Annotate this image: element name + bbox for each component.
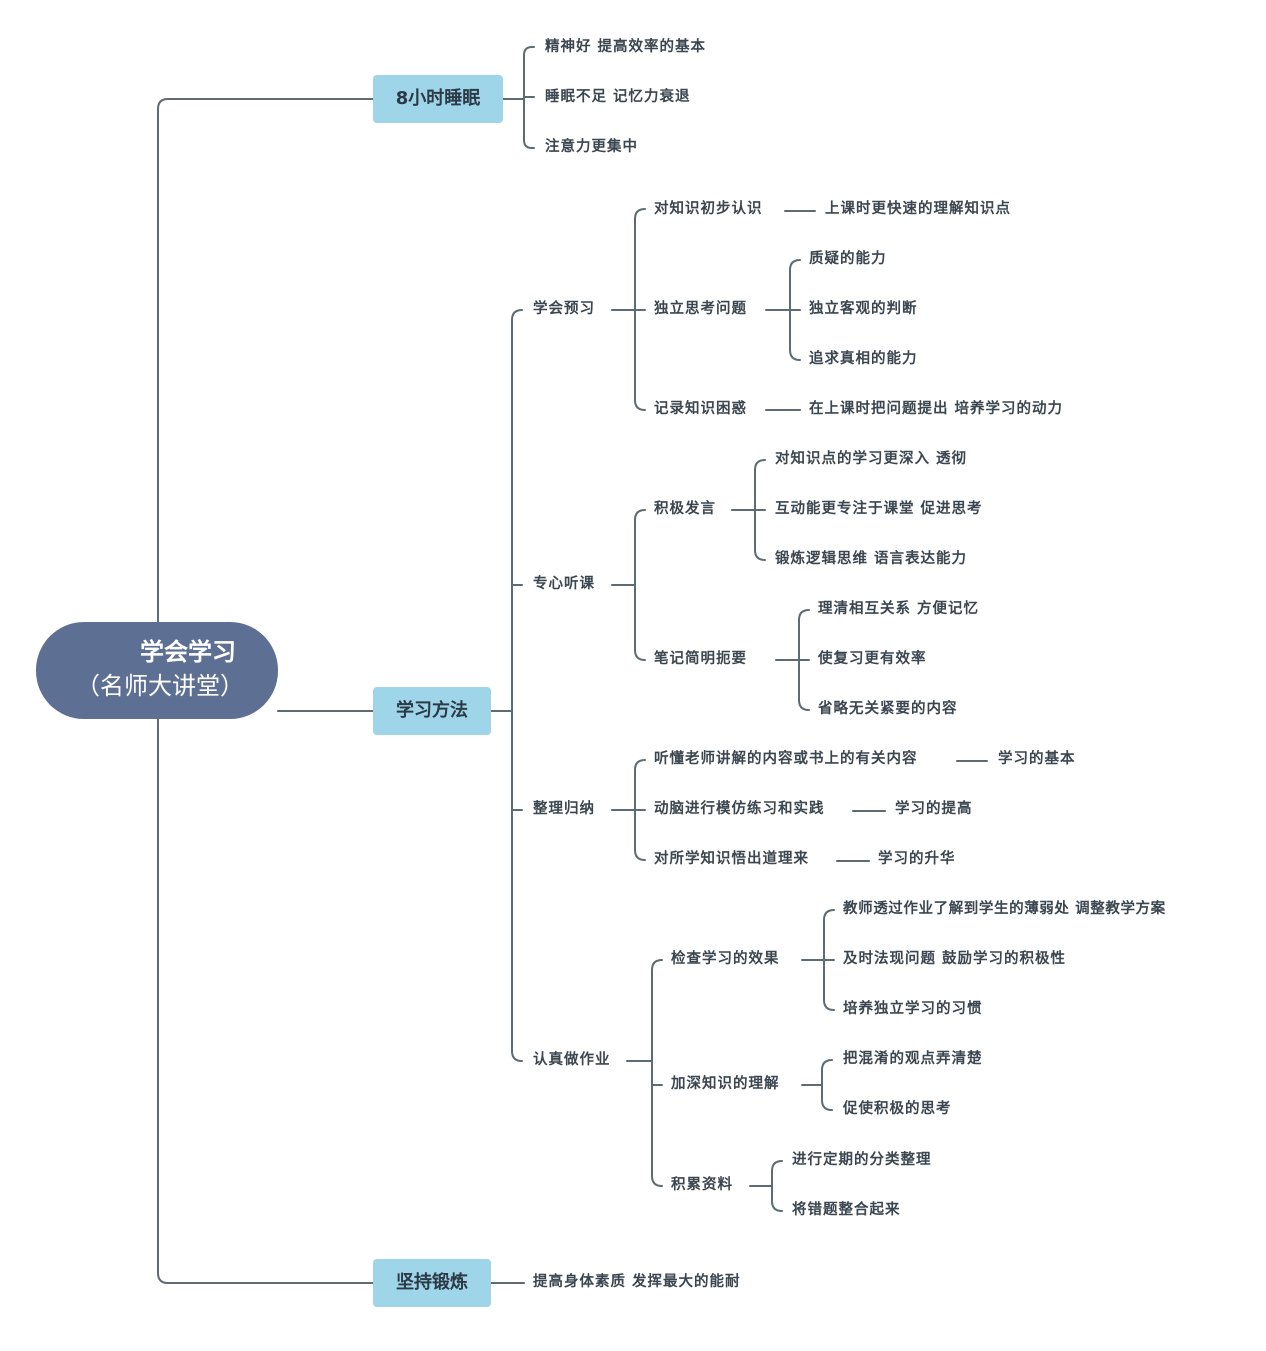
node-listen-speak[interactable]: 积极发言 [654, 501, 716, 517]
leaf-homework-check[interactable]: 培养独立学习的习惯 [843, 1001, 983, 1017]
leaf-listen-notes[interactable]: 理清相互关系 方便记忆 [818, 601, 980, 617]
link-summary [611, 759, 646, 861]
link-homework-deepen [801, 1059, 833, 1111]
leaf-homework-collect[interactable]: 进行定期的分类整理 [792, 1152, 932, 1168]
leaf-listen-speak[interactable]: 互动能更专注于课堂 促进思考 [775, 501, 983, 517]
node-method[interactable]: 学习方法 [373, 687, 491, 735]
leaf-preview-think[interactable]: 独立客观的判断 [809, 301, 918, 317]
node-sleep[interactable]: 8小时睡眠 [373, 75, 503, 123]
root-node[interactable]: 学会学习 （名师大讲堂） [36, 622, 278, 719]
link-homework-check [801, 909, 835, 1011]
link-preview-think [765, 259, 801, 361]
node-homework-deepen[interactable]: 加深知识的理解 [671, 1076, 780, 1092]
node-listen[interactable]: 专心听课 [533, 576, 595, 592]
node-preview-know[interactable]: 对知识初步认识 [654, 201, 763, 217]
leaf-homework-deepen[interactable]: 把混淆的观点弄清楚 [843, 1051, 983, 1067]
leaf-preview-record[interactable]: 在上课时把问题提出 培养学习的动力 [809, 401, 1064, 417]
leaf-listen-notes[interactable]: 使复习更有效率 [818, 651, 927, 667]
node-homework-collect[interactable]: 积累资料 [671, 1177, 733, 1193]
sleep-item[interactable]: 精神好 提高效率的基本 [545, 39, 707, 55]
link-listen-notes [775, 609, 810, 711]
leaf-summary-insight[interactable]: 学习的升华 [878, 851, 956, 867]
node-summary-practice[interactable]: 动脑进行模仿练习和实践 [654, 801, 825, 817]
sleep-item[interactable]: 注意力更集中 [545, 139, 638, 155]
link-homework-collect [749, 1160, 783, 1212]
link-root-exercise [157, 718, 374, 1284]
leaf-summary-understand[interactable]: 学习的基本 [998, 751, 1076, 767]
leaf-homework-check[interactable]: 及时法现问题 鼓励学习的积极性 [843, 951, 1067, 967]
leaf-preview-think[interactable]: 追求真相的能力 [809, 351, 918, 367]
leaf-homework-collect[interactable]: 将错题整合起来 [792, 1202, 901, 1218]
root-title: 学会学习 [140, 638, 236, 666]
link-preview [611, 208, 646, 411]
node-summary-understand[interactable]: 听懂老师讲解的内容或书上的有关内容 [654, 751, 918, 767]
node-preview-record[interactable]: 记录知识困惑 [654, 401, 747, 417]
node-preview-think[interactable]: 独立思考问题 [654, 301, 747, 317]
node-exercise[interactable]: 坚持锻炼 [373, 1259, 491, 1307]
link-listen [611, 509, 646, 661]
node-homework-check[interactable]: 检查学习的效果 [671, 951, 780, 967]
leaf-listen-speak[interactable]: 对知识点的学习更深入 透彻 [775, 451, 968, 467]
sleep-item[interactable]: 睡眠不足 记忆力衰退 [545, 89, 691, 105]
node-listen-notes[interactable]: 笔记简明扼要 [654, 651, 747, 667]
leaf-homework-check[interactable]: 教师透过作业了解到学生的薄弱处 调整教学方案 [843, 901, 1166, 917]
leaf-listen-notes[interactable]: 省略无关紧要的内容 [818, 701, 958, 717]
leaf-preview-know[interactable]: 上课时更快速的理解知识点 [825, 201, 1011, 217]
leaf-summary-practice[interactable]: 学习的提高 [895, 801, 973, 817]
root-subtitle: （名师大讲堂） [76, 672, 244, 700]
leaf-homework-deepen[interactable]: 促使积极的思考 [843, 1101, 952, 1117]
node-preview[interactable]: 学会预习 [533, 301, 595, 317]
link-homework [626, 959, 663, 1187]
link-listen-speak [731, 459, 766, 561]
leaf-preview-think[interactable]: 质疑的能力 [809, 251, 887, 267]
leaf-exercise[interactable]: 提高身体素质 发挥最大的能耐 [533, 1274, 741, 1290]
link-root-sleep [157, 98, 374, 623]
node-summary-insight[interactable]: 对所学知识悟出道理来 [654, 851, 809, 867]
leaf-listen-speak[interactable]: 锻炼逻辑思维 语言表达能力 [775, 551, 968, 567]
link-sleep [502, 46, 535, 149]
node-homework[interactable]: 认真做作业 [533, 1052, 611, 1068]
link-method-spine [490, 309, 523, 1062]
node-summary[interactable]: 整理归纳 [533, 801, 595, 817]
